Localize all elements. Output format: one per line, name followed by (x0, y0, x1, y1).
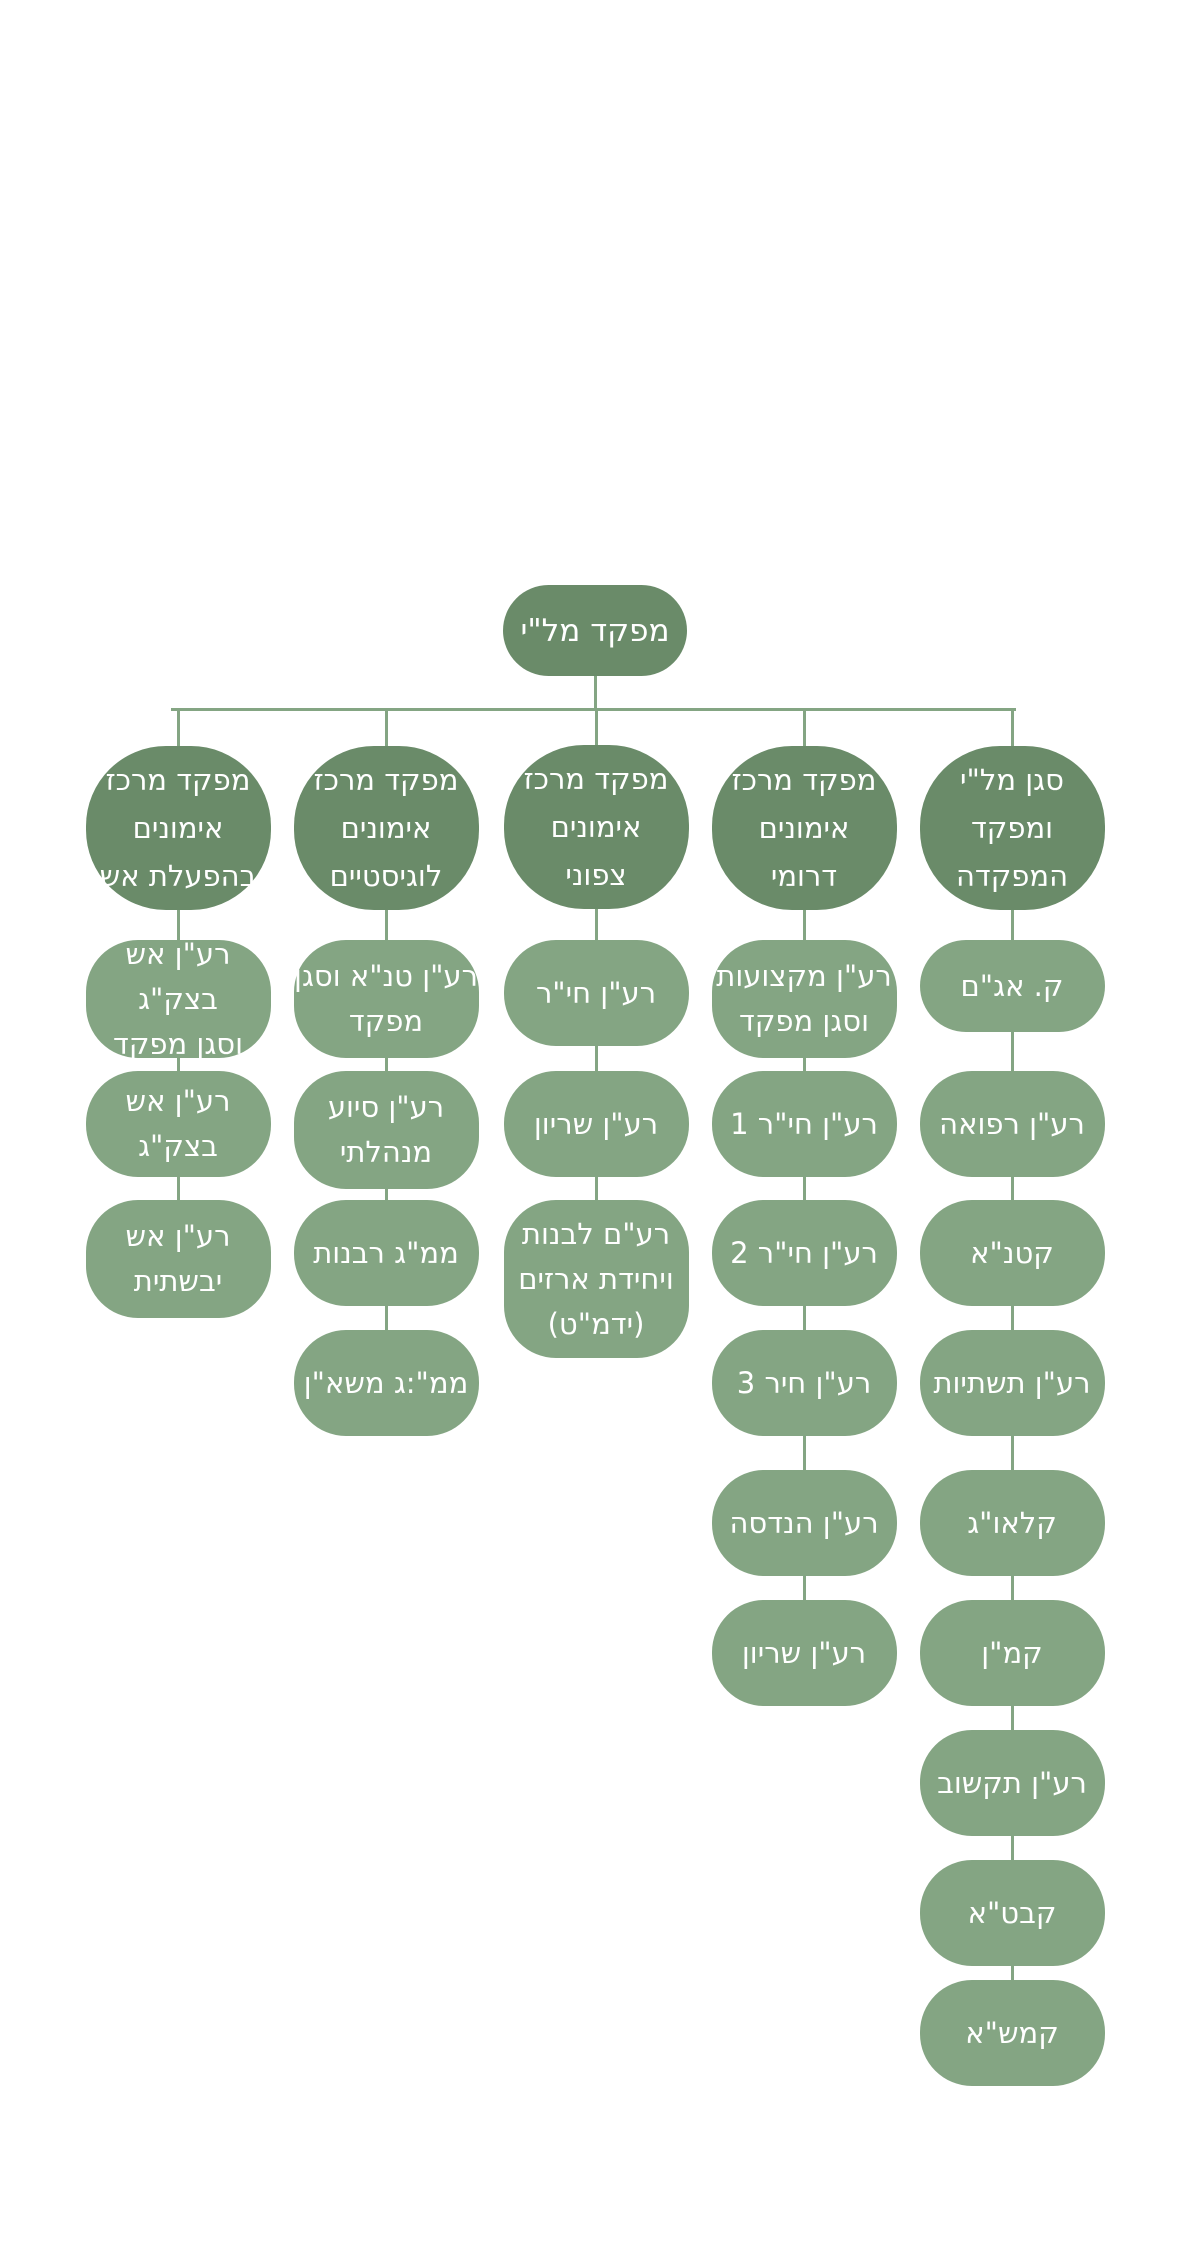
unit-node: ממ"ג רבנות (293, 1200, 479, 1306)
unit-node: רע"ן שריון (503, 1071, 689, 1177)
department-head-node: מפקד מרכז אימונים צפוני (503, 745, 689, 909)
unit-node: רע"ן חיר 3 (711, 1330, 897, 1436)
department-head-node: מפקד מרכז אימונים לוגיסטיים (293, 746, 479, 910)
unit-node: רע"ן תקשוב (919, 1730, 1105, 1836)
unit-node: רע"ן אש יבשתית (85, 1200, 271, 1318)
unit-node: רע"ן אש בצק"ג וסגן מפקד (85, 937, 271, 1061)
head-connector (385, 709, 388, 746)
unit-node: רע"ן אש בצק"ג (85, 1071, 271, 1177)
unit-node: רע"ן חי"ר (503, 940, 689, 1046)
unit-node: קבט"א (919, 1860, 1105, 1966)
unit-node: רע"ן חי"ר 2 (711, 1200, 897, 1306)
unit-node: רע"ן רפואה (919, 1071, 1105, 1177)
root-node: מפקד מל"י (503, 585, 687, 676)
branch-bar (171, 708, 1016, 711)
unit-node: רע"ן תשתיות (919, 1330, 1105, 1436)
unit-node: רע"ן סיוע מנהלתי (293, 1071, 479, 1189)
unit-node: רע"ם לבנות ויחידת ארזים (ידמ"ט) (503, 1200, 689, 1358)
root-connector (594, 676, 597, 709)
unit-node: רע"ן מקצועות וסגן מפקד (711, 940, 897, 1058)
unit-node: קטנ"א (919, 1200, 1105, 1306)
department-head-node: מפקד מרכז אימונים דרומי (711, 746, 897, 910)
unit-node: רע"ן הנדסה (711, 1470, 897, 1576)
unit-node: קלאו"ג (919, 1470, 1105, 1576)
unit-node: ק. אג"ם (919, 940, 1105, 1032)
unit-node: קמ"ן (919, 1600, 1105, 1706)
department-head-node: מפקד מרכז אימונים בהפעלת אש (85, 746, 271, 910)
department-head-node: סגן מל"י ומפקד המפקדה (919, 746, 1105, 910)
unit-node: רע"ן שריון (711, 1600, 897, 1706)
unit-node: רע"ן חי"ר 1 (711, 1071, 897, 1177)
head-connector (595, 709, 598, 745)
head-connector (1011, 709, 1014, 746)
head-connector (177, 709, 180, 746)
unit-node: ממ":ג משא"ן (293, 1330, 479, 1436)
unit-node: רע"ן טנ"א וסגן מפקד (293, 940, 479, 1058)
unit-node: קמש"א (919, 1980, 1105, 2086)
head-connector (803, 709, 806, 746)
